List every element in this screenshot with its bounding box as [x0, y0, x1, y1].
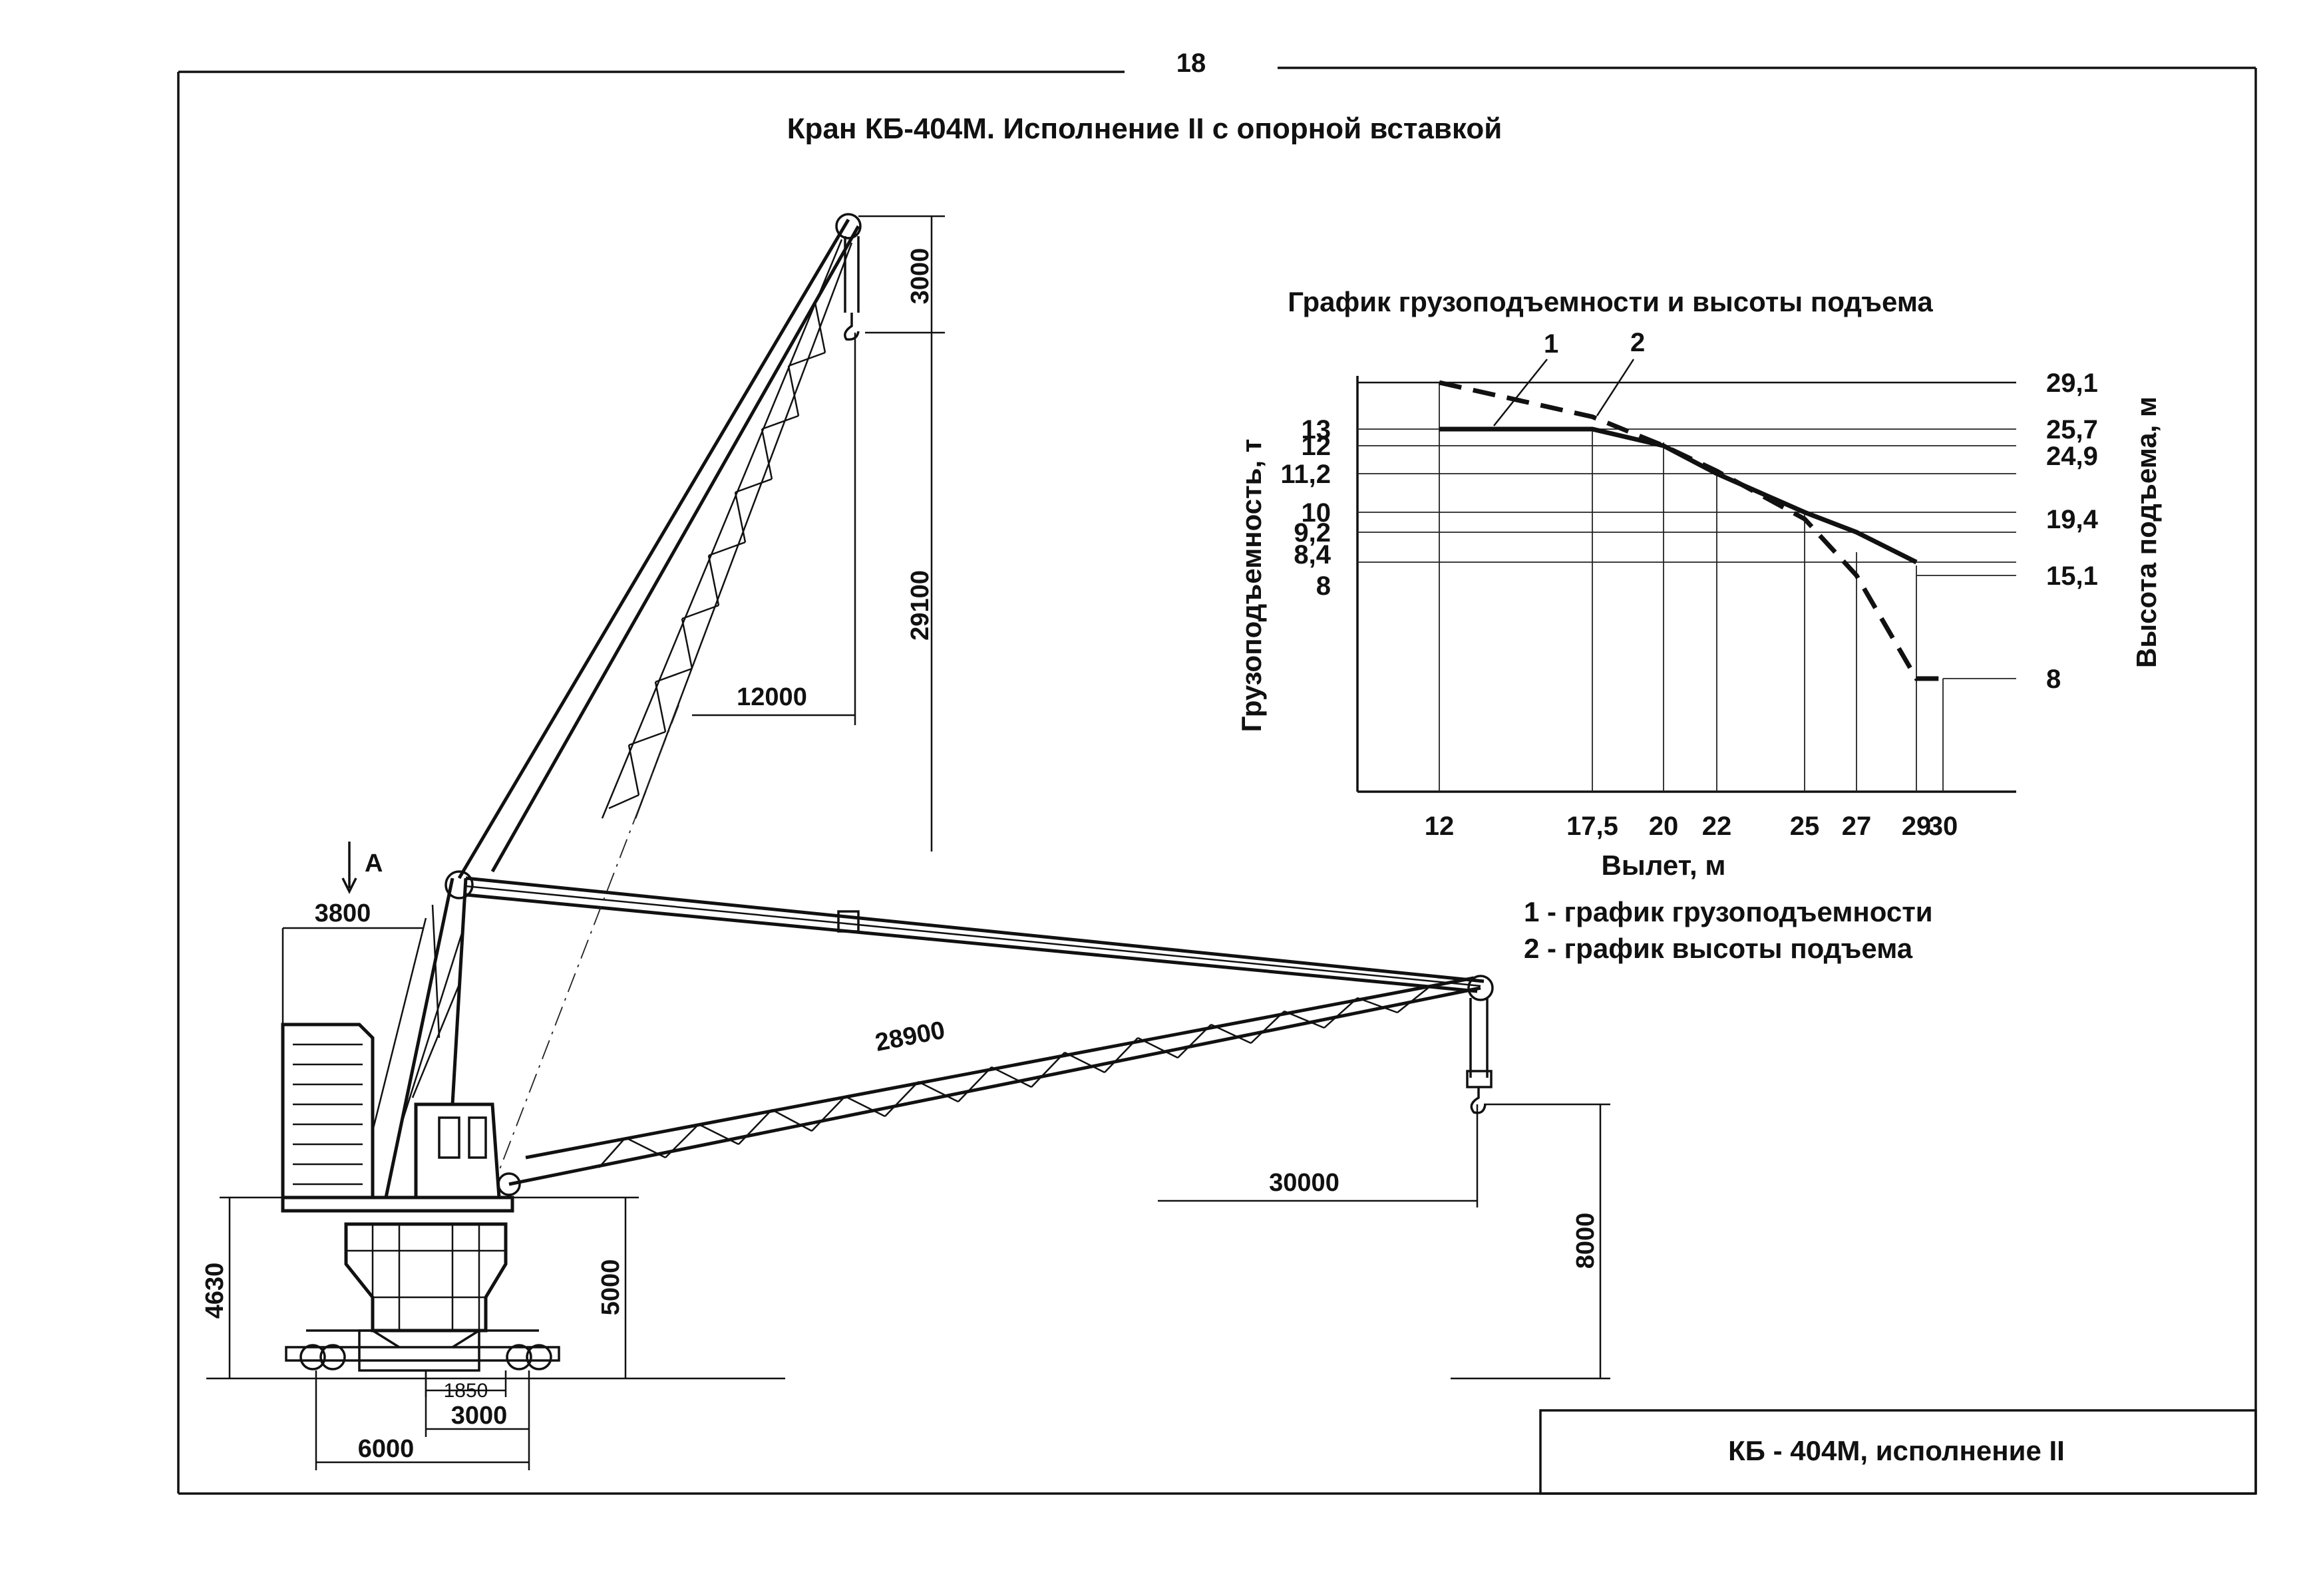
dim-8000: 8000 — [1572, 1213, 1600, 1269]
turntable — [281, 1023, 514, 1213]
left-tick-label: 12 — [1302, 432, 1331, 461]
page-frame — [177, 67, 2257, 1495]
dimension-lines — [220, 215, 1610, 1470]
load-chart: График грузоподъемности и высоты подъема… — [1236, 286, 2162, 964]
dim-5000: 5000 — [597, 1259, 625, 1316]
dim-29100: 29100 — [906, 570, 934, 641]
undercarriage — [285, 1329, 560, 1372]
sheet-title: Кран КБ-404М. Исполнение II с опорной вс… — [787, 112, 1503, 145]
dim-3800: 3800 — [315, 899, 371, 927]
x-tick-label: 30 — [1928, 812, 1958, 841]
dim-28900: 28900 — [873, 1017, 948, 1057]
tie-rods — [465, 876, 1485, 993]
dim-12000: 12000 — [737, 683, 807, 711]
legend-item-2: 2 - график высоты подъема — [1524, 933, 1913, 964]
left-tick-label: 10 — [1302, 498, 1331, 528]
view-label-a: А — [365, 850, 383, 878]
series-label-2: 2 — [1630, 328, 1645, 357]
chart-frame — [1356, 376, 2016, 793]
right-tick-label: 8 — [2046, 665, 2061, 694]
right-tick-label: 24,9 — [2046, 442, 2098, 471]
x-axis-label: Вылет, м — [1602, 850, 1726, 881]
left-tick-label: 13 — [1302, 415, 1331, 444]
dim-30000: 30000 — [1269, 1169, 1339, 1197]
dim-3000-top: 3000 — [906, 248, 934, 305]
x-tick-label: 22 — [1702, 812, 1732, 841]
x-tick-label: 27 — [1842, 812, 1872, 841]
operator-cab — [414, 1102, 501, 1199]
legend-item-1: 1 - график грузоподъемности — [1524, 896, 1933, 927]
horizontal-jib — [497, 975, 1494, 1196]
title-block: КБ - 404М, исполнение II — [1539, 1409, 2257, 1495]
page-number: 18 — [1176, 49, 1206, 78]
series-line-load — [1439, 426, 1918, 565]
right-tick-label: 29,1 — [2046, 369, 2098, 398]
x-tick-label: 12 — [1425, 812, 1455, 841]
tower-base — [286, 1209, 508, 1333]
x-tick-label: 20 — [1649, 812, 1679, 841]
x-tick-label: 17,5 — [1566, 812, 1618, 841]
left-tick-label: 11,2 — [1280, 460, 1331, 489]
right-tick-label: 19,4 — [2046, 505, 2099, 534]
series-label-1: 1 — [1544, 329, 1558, 359]
dim-3000-base: 3000 — [451, 1402, 508, 1430]
left-tick-label: 8,4 — [1294, 540, 1331, 569]
crane-drawing: 3000 29100 12000 3800 А 28900 30000 8000… — [201, 213, 1610, 1470]
x-tick-label: 29 — [1902, 812, 1932, 841]
right-tick-label: 25,7 — [2046, 415, 2098, 444]
mast — [371, 870, 474, 1198]
chart-grid — [1357, 381, 2016, 792]
dim-4630: 4630 — [201, 1263, 229, 1319]
chart-series — [1439, 380, 1944, 681]
y-axis-label-left: Грузоподъемность, т — [1236, 439, 1267, 732]
dim-1850: 1850 — [444, 1380, 488, 1402]
stamp-text: КБ - 404М, исполнение II — [1728, 1435, 2065, 1466]
left-tick-label: 9,2 — [1294, 518, 1331, 548]
left-tick-label: 8 — [1316, 571, 1331, 601]
right-tick-label: 15,1 — [2046, 561, 2098, 591]
y-axis-label-right: Высота подъема, м — [2131, 397, 2162, 668]
chart-title: График грузоподъемности и высоты подъема — [1288, 286, 1933, 317]
dim-6000: 6000 — [358, 1435, 415, 1463]
raised-jib — [457, 213, 862, 1172]
x-tick-label: 25 — [1790, 812, 1820, 841]
series-line-height — [1439, 380, 1943, 681]
